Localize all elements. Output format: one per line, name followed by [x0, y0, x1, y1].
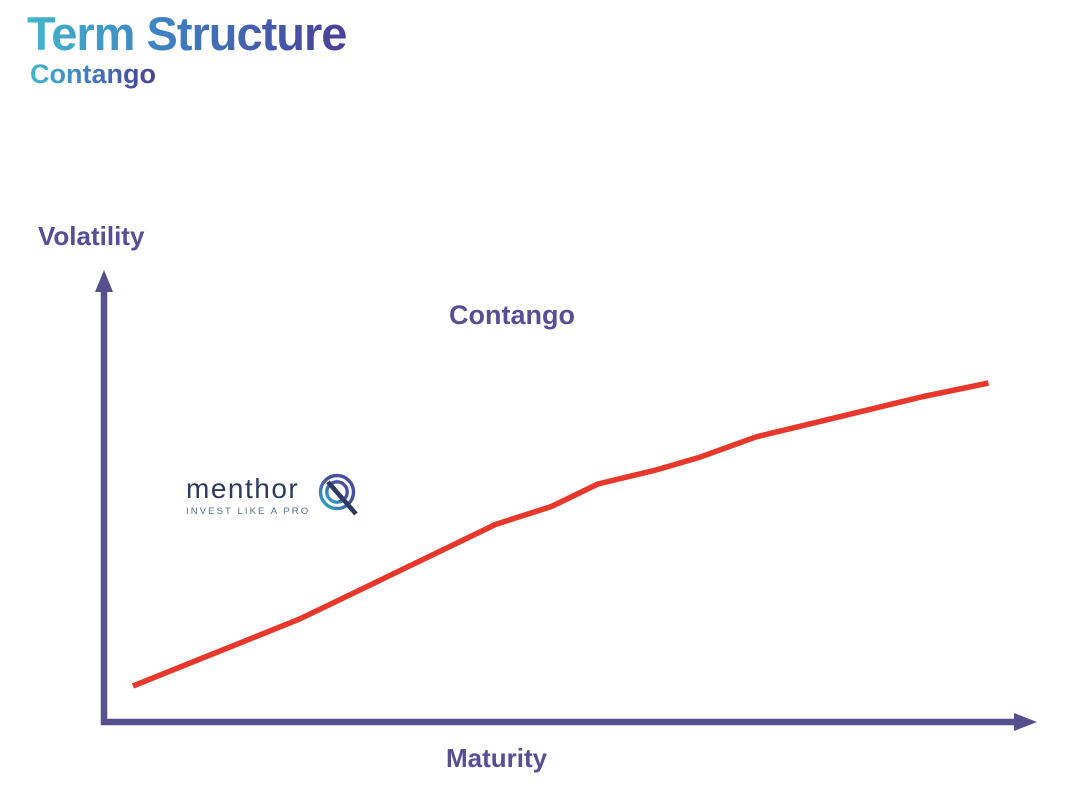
- page-subtitle: Contango: [30, 59, 156, 89]
- y-axis-arrowhead-icon: [95, 270, 113, 292]
- x-axis-label: Maturity: [446, 743, 548, 773]
- chart-annotation-contango: Contango: [449, 300, 575, 330]
- menthorq-logo-tagline: INVEST LIKE A PRO: [186, 506, 311, 517]
- page-title: Term Structure: [27, 7, 347, 60]
- menthorq-q-icon: [319, 473, 358, 516]
- contango-curve: [131, 380, 990, 689]
- x-axis-arrowhead-icon: [1014, 713, 1037, 731]
- menthorq-logo: menthor INVEST LIKE A PRO: [186, 473, 362, 521]
- menthorq-logo-wordmark: menthor: [186, 473, 300, 504]
- y-axis-label: Volatility: [38, 221, 145, 251]
